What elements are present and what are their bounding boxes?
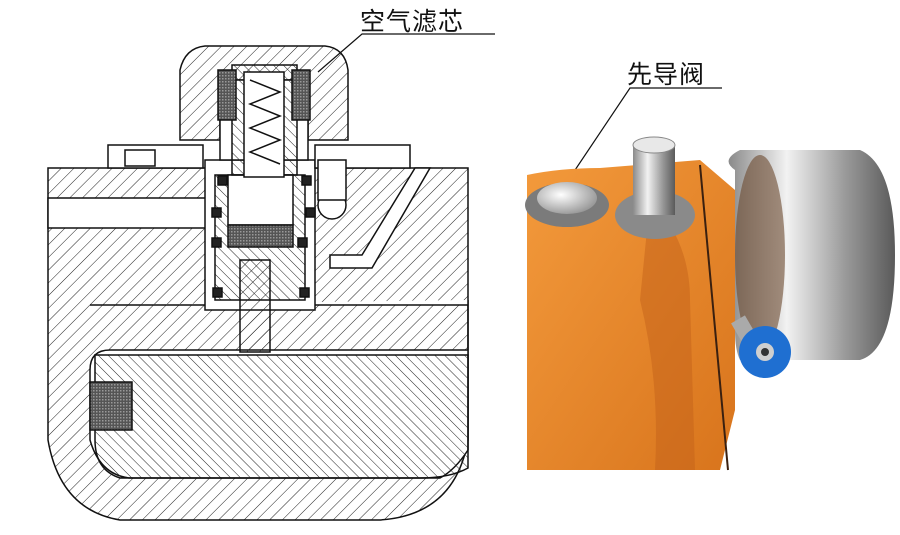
label-pilot-valve: 先导阀 [627, 60, 706, 89]
valve-photo [525, 136, 895, 471]
leader-lines [317, 33, 722, 186]
cross-section-diagram [47, 45, 469, 521]
label-air-filter: 空气滤芯 [360, 7, 465, 36]
